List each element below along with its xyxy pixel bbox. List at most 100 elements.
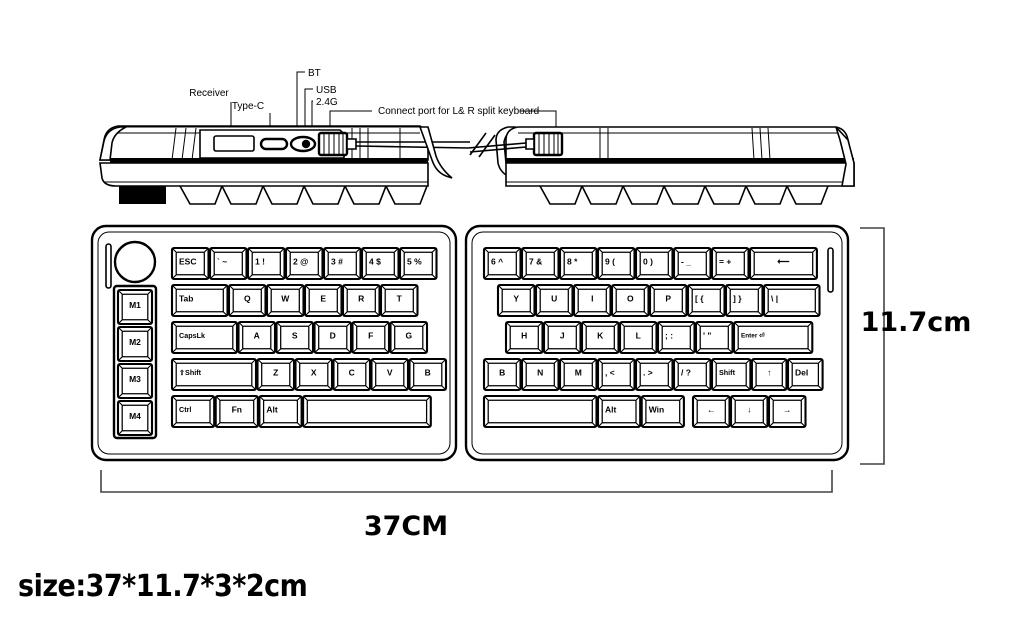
callout-24g: 2.4G: [316, 97, 338, 108]
break-line-marker: [469, 132, 496, 158]
keycap-label: M2: [129, 337, 141, 347]
key-right-285-2[interactable]: I: [572, 283, 612, 318]
key-right-396-4[interactable]: ↓: [729, 394, 769, 429]
key-right-322-3[interactable]: L: [618, 320, 658, 355]
keycap-label: M3: [129, 374, 141, 384]
key-right-285-1[interactable]: U: [534, 283, 574, 318]
key-left-248-5[interactable]: 4 $: [360, 246, 400, 281]
keycap-label: L: [636, 330, 641, 340]
key-right-359-7[interactable]: ↑: [750, 357, 788, 392]
key-right-359-6[interactable]: Shift: [710, 357, 752, 392]
macro-key-m2[interactable]: M2: [116, 325, 154, 363]
key-left-359-4[interactable]: V: [370, 357, 410, 392]
key-left-248-4[interactable]: 3 #: [322, 246, 362, 281]
key-left-359-5[interactable]: B: [408, 357, 448, 392]
key-right-285-5[interactable]: [ {: [686, 283, 726, 318]
key-right-248-4[interactable]: 0 ): [634, 246, 674, 281]
key-left-322-0[interactable]: CapsLk: [170, 320, 239, 355]
keycap-label: H: [521, 330, 527, 340]
key-right-322-2[interactable]: K: [580, 320, 620, 355]
key-right-396-3[interactable]: ←: [691, 394, 731, 429]
key-right-396-0[interactable]: [482, 394, 598, 429]
key-right-248-0[interactable]: 6 ^: [482, 246, 522, 281]
key-left-248-1[interactable]: ` ~: [208, 246, 248, 281]
key-right-359-4[interactable]: . >: [634, 357, 674, 392]
key-right-285-4[interactable]: P: [648, 283, 688, 318]
keycap-label: U: [551, 293, 557, 303]
keycap-label: / ?: [681, 367, 691, 377]
key-right-248-6[interactable]: = +: [710, 246, 750, 281]
key-left-248-2[interactable]: 1 !: [246, 246, 286, 281]
keycap-label: Alt: [605, 404, 617, 414]
key-left-248-3[interactable]: 2 @: [284, 246, 324, 281]
keycap-label: F: [368, 330, 373, 340]
key-right-322-5[interactable]: ' ": [694, 320, 734, 355]
key-right-396-1[interactable]: Alt: [596, 394, 642, 429]
keycap-label: 8 *: [567, 256, 578, 266]
key-profile-silhouettes-left: [179, 185, 428, 205]
key-left-322-5[interactable]: G: [389, 320, 429, 355]
keycap-label: M4: [129, 411, 141, 421]
key-left-396-1[interactable]: Fn: [214, 394, 259, 429]
key-right-359-0[interactable]: B: [482, 357, 522, 392]
keycap-label: CapsLk: [179, 331, 205, 340]
key-left-322-3[interactable]: D: [313, 320, 353, 355]
key-right-285-6[interactable]: ] }: [724, 283, 764, 318]
key-left-322-4[interactable]: F: [351, 320, 391, 355]
key-right-248-2[interactable]: 8 *: [558, 246, 598, 281]
keycap-label: D: [330, 330, 336, 340]
key-right-396-5[interactable]: →: [767, 394, 807, 429]
key-left-248-0[interactable]: ESC: [170, 246, 210, 281]
key-right-248-1[interactable]: 7 &: [520, 246, 560, 281]
keycap-label: 9 (: [605, 256, 615, 266]
key-left-285-3[interactable]: E: [303, 283, 343, 318]
keycap-label: ; :: [665, 330, 673, 340]
key-left-359-3[interactable]: C: [332, 357, 372, 392]
dimension-height: [860, 227, 885, 465]
key-right-285-7[interactable]: \ |: [762, 283, 821, 318]
key-left-396-0[interactable]: Ctrl: [170, 394, 216, 429]
key-left-322-1[interactable]: A: [237, 320, 277, 355]
key-right-248-5[interactable]: - _: [672, 246, 712, 281]
macro-key-m1[interactable]: M1: [116, 288, 154, 326]
macro-key-m3[interactable]: M3: [116, 362, 154, 400]
key-right-359-5[interactable]: / ?: [672, 357, 712, 392]
key-left-285-5[interactable]: T: [379, 283, 419, 318]
key-right-396-2[interactable]: Win: [640, 394, 685, 429]
key-left-285-0[interactable]: Tab: [170, 283, 229, 318]
key-left-322-2[interactable]: S: [275, 320, 315, 355]
key-left-248-6[interactable]: 5 %: [398, 246, 438, 281]
rotary-knob[interactable]: [113, 240, 157, 284]
led-strip-right: [827, 247, 834, 293]
callout-receiver: Receiver: [189, 88, 229, 99]
keycap-label: 2 @: [293, 256, 308, 266]
key-left-285-1[interactable]: Q: [227, 283, 267, 318]
key-right-285-0[interactable]: Y: [496, 283, 536, 318]
keycap-label: 3 #: [331, 256, 343, 266]
key-left-396-2[interactable]: Alt: [258, 394, 303, 429]
keycap-label: 4 $: [369, 256, 381, 266]
keycap-label: O: [627, 293, 634, 303]
key-right-322-4[interactable]: ; :: [656, 320, 696, 355]
key-right-359-8[interactable]: Del: [786, 357, 824, 392]
key-right-359-1[interactable]: N: [520, 357, 560, 392]
key-left-285-2[interactable]: W: [265, 283, 305, 318]
key-right-248-7[interactable]: ⟵: [748, 246, 818, 281]
dimension-width-label: 37CM: [364, 511, 448, 542]
keycap-label: Enter ⏎: [741, 333, 764, 340]
key-right-248-3[interactable]: 9 (: [596, 246, 636, 281]
key-right-359-2[interactable]: M: [558, 357, 598, 392]
key-left-359-1[interactable]: Z: [256, 357, 296, 392]
key-left-396-3[interactable]: [302, 394, 432, 429]
key-right-359-3[interactable]: , <: [596, 357, 636, 392]
key-right-285-3[interactable]: O: [610, 283, 650, 318]
keycap-label: ⇧Shift: [179, 368, 202, 377]
macro-key-m4[interactable]: M4: [116, 399, 154, 437]
key-right-322-0[interactable]: H: [504, 320, 544, 355]
callout-leader-lines: [230, 71, 557, 142]
key-right-322-1[interactable]: J: [542, 320, 582, 355]
key-left-359-0[interactable]: ⇧Shift: [170, 357, 258, 392]
key-left-359-2[interactable]: X: [294, 357, 334, 392]
key-left-285-4[interactable]: R: [341, 283, 381, 318]
key-right-322-6[interactable]: Enter ⏎: [732, 320, 814, 355]
